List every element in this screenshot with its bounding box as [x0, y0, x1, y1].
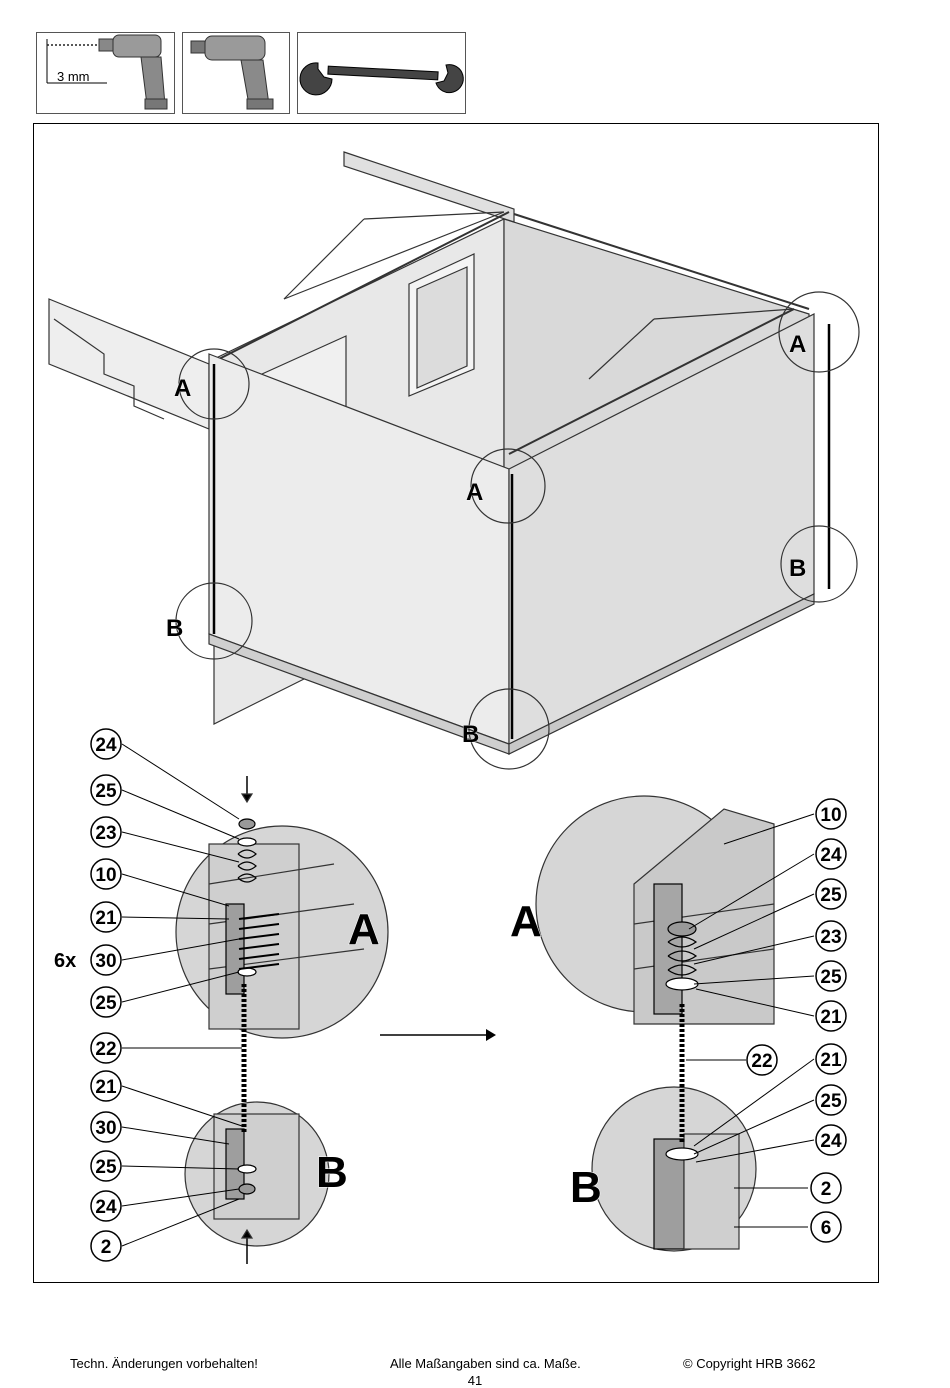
circle-a-back-right: [778, 291, 860, 373]
assembly-diagram-frame: A A A B B B: [33, 123, 879, 1283]
tool-box-wrench: [297, 32, 466, 114]
callout-right-top-2: 24: [815, 838, 847, 870]
callout-right-bottom-2: 25: [815, 1084, 847, 1116]
svg-text:10: 10: [820, 805, 841, 826]
callout-left-10: 30: [90, 1111, 122, 1143]
overview-label-b-front-center: B: [462, 721, 479, 748]
callout-left-9: 21: [90, 1070, 122, 1102]
svg-text:24: 24: [820, 1131, 842, 1152]
overview-label-b-back-right: B: [789, 555, 806, 582]
overview-label-a-back-right: A: [789, 331, 806, 358]
quantity-prefix: 6x: [54, 950, 76, 972]
svg-text:25: 25: [95, 1157, 117, 1178]
callout-right-top-1: 10: [815, 798, 847, 830]
svg-text:30: 30: [95, 1118, 116, 1139]
detail-left-label-b: B: [316, 1148, 348, 1197]
overview-label-a-front-left: A: [174, 375, 191, 402]
callout-left-7: 25: [90, 986, 122, 1018]
svg-text:24: 24: [95, 1197, 117, 1218]
callout-left-6: 30: [90, 944, 122, 976]
callout-left-11: 25: [90, 1150, 122, 1182]
circle-b-front-center: [468, 688, 550, 770]
drill-bit-size-label: 3 mm: [57, 69, 90, 84]
overview-callouts: [175, 291, 860, 770]
wrench-icon: [299, 62, 464, 96]
callout-right-top-4: 23: [815, 920, 847, 952]
tool-box-drill: [182, 32, 290, 114]
svg-text:2: 2: [821, 1179, 832, 1200]
tool-box-drill-bit: 3 mm: [36, 32, 175, 114]
callout-right-top-6: 21: [815, 1000, 847, 1032]
callout-right-bottom-4: 2: [810, 1172, 842, 1204]
circle-a-front-left: [178, 348, 250, 420]
callout-right-top-5: 25: [815, 960, 847, 992]
detail-right-label-a: A: [510, 897, 542, 946]
svg-text:21: 21: [820, 1007, 842, 1028]
svg-text:24: 24: [820, 845, 842, 866]
footer-copyright: © Copyright HRB 3662: [683, 1356, 816, 1371]
footer-dimensions-note: Alle Maßangaben sind ca. Maße.: [390, 1356, 581, 1371]
circle-a-front-center: [470, 448, 546, 524]
overview-label-b-front-left: B: [166, 615, 183, 642]
callout-left-4: 10: [90, 858, 122, 890]
svg-text:22: 22: [751, 1051, 772, 1072]
svg-text:25: 25: [95, 781, 117, 802]
detail-left-exploded: [175, 776, 389, 1264]
callout-right-bottom-3: 24: [815, 1124, 847, 1156]
svg-text:25: 25: [820, 885, 842, 906]
svg-text:2: 2: [101, 1237, 112, 1258]
callout-right-rod: 22: [746, 1044, 778, 1076]
svg-text:22: 22: [95, 1039, 116, 1060]
svg-text:21: 21: [95, 1077, 117, 1098]
svg-text:30: 30: [95, 951, 116, 972]
svg-text:24: 24: [95, 735, 117, 756]
callout-left-5: 21: [90, 901, 122, 933]
detail-right-assembled: [535, 795, 775, 1252]
callout-right-bottom-5: 6: [810, 1211, 842, 1243]
detail-left-label-a: A: [348, 905, 380, 954]
page-number: 41: [467, 1373, 483, 1388]
svg-text:21: 21: [95, 908, 117, 929]
assembly-illustration: A A A B B B: [48, 151, 860, 1264]
callout-left-13: 2: [90, 1230, 122, 1262]
transition-arrow: [380, 1029, 496, 1041]
svg-text:25: 25: [820, 967, 842, 988]
detail-right-leaders: [686, 813, 815, 1228]
svg-text:21: 21: [820, 1050, 842, 1071]
detail-right-label-b: B: [570, 1163, 602, 1212]
callout-left-8: 22: [90, 1032, 122, 1064]
callout-left-2: 25: [90, 774, 122, 806]
callout-left-12: 24: [90, 1190, 122, 1222]
svg-text:25: 25: [820, 1091, 842, 1112]
svg-text:23: 23: [820, 927, 841, 948]
callout-left-1: 24: [90, 728, 122, 760]
footer-disclaimer: Techn. Änderungen vorbehalten!: [70, 1356, 258, 1371]
house-overview: [48, 151, 831, 755]
drill-icon: [190, 35, 274, 110]
svg-text:10: 10: [95, 865, 116, 886]
svg-text:23: 23: [95, 823, 116, 844]
svg-text:25: 25: [95, 993, 117, 1014]
circle-b-front-left: [175, 582, 253, 660]
detail-left-leaders: [121, 743, 243, 1247]
callout-right-bottom-1: 21: [815, 1043, 847, 1075]
svg-text:6: 6: [821, 1218, 832, 1239]
overview-label-a-front-center: A: [466, 479, 483, 506]
circle-b-back-right: [780, 525, 858, 603]
callout-right-top-3: 25: [815, 878, 847, 910]
callout-left-3: 23: [90, 816, 122, 848]
drill-with-bit-icon: 3 mm: [46, 34, 168, 110]
